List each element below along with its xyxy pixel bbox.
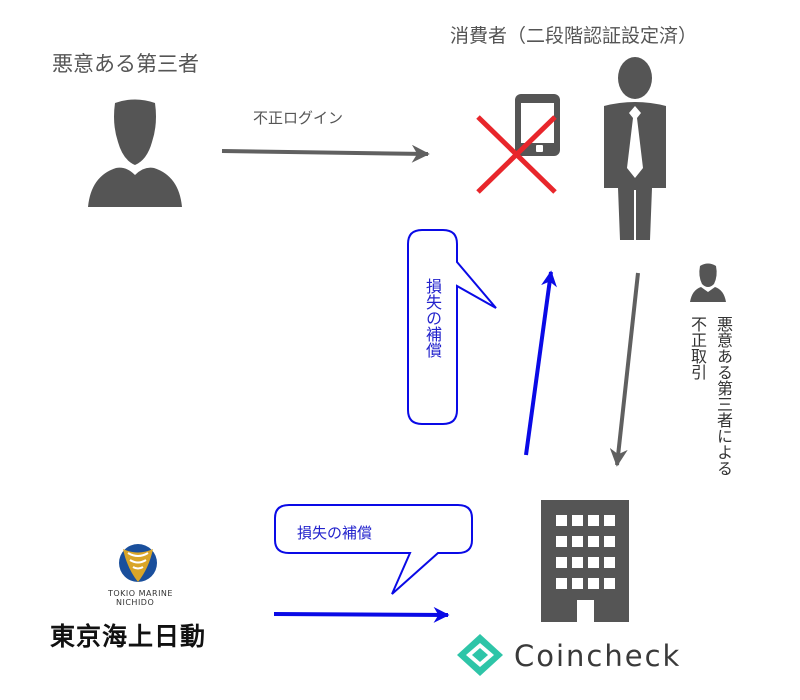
- fraud-actor-person-icon: [690, 263, 726, 302]
- compensation-bubble-bottom: [274, 504, 473, 595]
- attacker-person-icon: [88, 99, 182, 207]
- coincheck-logo-text: Coincheck: [514, 639, 682, 673]
- coincheck-logo-icon: [457, 634, 503, 676]
- unauthorized-login-arrow: [221, 144, 430, 163]
- compensation-bubble-left-text: 損失の補償: [423, 278, 442, 358]
- tokio-marine-logo-jp: 東京海上日動: [50, 622, 207, 651]
- fraud-action-label: 不正取引: [688, 316, 707, 380]
- tokio-marine-logo-en-line1: TOKIO MARINE: [108, 589, 173, 598]
- compensation-bubble-bottom-text: 損失の補償: [297, 524, 373, 542]
- fraud-actor-label: 悪意ある第三者による: [714, 316, 733, 476]
- compensation-bubble-left: [407, 229, 497, 425]
- tokio-marine-logo-icon: [119, 544, 157, 582]
- building-icon: [541, 500, 629, 622]
- consumer-label: 消費者（二段階認証設定済）: [450, 25, 698, 47]
- compensation-to-consumer-arrow: [524, 270, 557, 456]
- tokio-marine-logo-en-line2: NICHIDO: [116, 598, 155, 607]
- red-x-icon: [476, 115, 557, 194]
- fraud-transaction-arrow: [609, 272, 640, 467]
- unauthorized-login-label: 不正ログイン: [253, 109, 344, 127]
- compensation-to-coincheck-arrow: [273, 606, 450, 623]
- attacker-label: 悪意ある第三者: [52, 52, 199, 76]
- businessman-icon: [604, 57, 666, 240]
